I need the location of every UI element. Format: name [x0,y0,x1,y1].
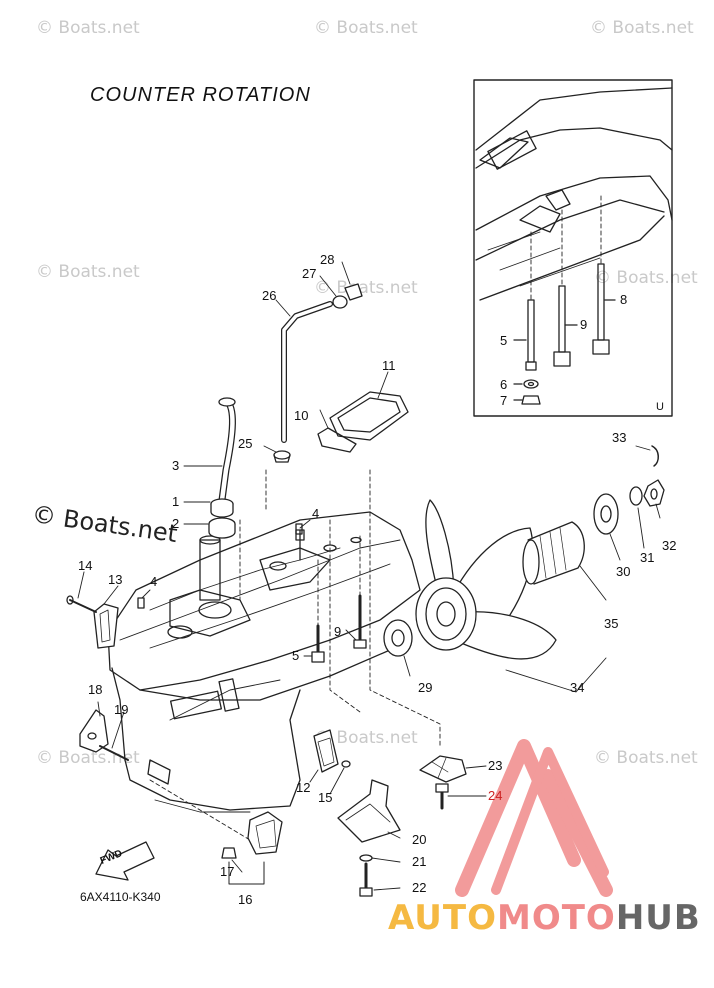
cover-20 [337,779,401,843]
seal-10 [317,427,357,453]
callout-inset-9: 9 [580,317,587,332]
callout-29: 29 [418,680,432,695]
anode-16 [247,811,283,855]
washer-15 [341,760,351,768]
grommet-27 [332,295,348,309]
callout-35: 35 [604,616,618,631]
gasket-11 [329,391,409,441]
bolt-9 [353,594,367,649]
callout-12: 12 [296,780,310,795]
watermark: © Boats.net [590,18,694,38]
inset-label: U [656,401,664,413]
watermark: © Boats.net [314,278,418,298]
callout-4: 4 [312,506,319,521]
inset-detail [473,79,673,417]
watermark: © Boats.net [314,18,418,38]
dowel-pin-4 [295,523,303,535]
callout-inset-7: 7 [500,393,507,408]
watermark: © Boats.net [594,748,698,768]
water-tube-3 [218,397,236,504]
washer-21 [359,854,373,862]
callout-9: 9 [334,624,341,639]
callout-19: 19 [114,702,128,717]
nut-32 [643,479,665,507]
propeller-34 [415,499,557,660]
callout-labels: 3 1 2 4 4 14 13 10 11 26 27 28 25 9 5 18… [78,252,676,907]
callout-15: 15 [318,790,332,805]
callout-20: 20 [412,832,426,847]
cotter-pin-33 [651,445,659,467]
callout-32: 32 [662,538,676,553]
callout-31: 31 [640,550,654,565]
callout-14: 14 [78,558,92,573]
callout-2: 2 [172,516,179,531]
nut-17 [221,847,237,859]
brand-moto: MOTO [496,898,616,938]
bolt-19 [99,745,129,761]
callout-30: 30 [616,564,630,579]
callout-24: 24 [488,788,502,803]
callout-inset-8: 8 [620,292,627,307]
callout-34: 34 [570,680,584,695]
callout-18: 18 [88,682,102,697]
callout-23: 23 [488,758,502,773]
callout-27: 27 [302,266,316,281]
washer-30 [593,493,619,535]
callout-25: 25 [238,436,252,451]
callout-16: 16 [238,892,252,907]
screw-24 [435,783,449,810]
bolt-5 [311,624,325,663]
leader-lines [77,261,661,891]
thrust-washer-29 [383,619,413,657]
callout-28: 28 [320,252,334,267]
part-code: 6AX4110-K340 [80,890,161,904]
trim-tab-18 [79,709,109,753]
anode-13 [93,603,119,649]
callout-10: 10 [294,408,308,423]
callout-4b: 4 [150,574,157,589]
brand-auto: AUTO [388,898,497,938]
anode-12 [313,729,339,773]
bolt-14 [66,595,97,613]
callout-1: 1 [172,494,179,509]
brand-hub: HUB [615,898,701,938]
callout-13: 13 [108,572,122,587]
seal-28 [344,283,363,301]
brand-logo-icon [455,739,613,897]
brand-wordmark: AUTOMOTOHUB [388,898,701,938]
watermark: © Boats.net [36,262,140,282]
dowel-pin-4b [137,597,145,609]
watermark: © Boats.net [314,728,418,748]
callout-33: 33 [612,430,626,445]
diagram-title: COUNTER ROTATION [90,84,311,106]
gear-case-body [107,511,421,813]
callout-17: 17 [220,864,234,879]
callout-3: 3 [172,458,179,473]
bolt-22 [359,862,373,897]
spline-bushing-35 [522,521,585,585]
callout-21: 21 [412,854,426,869]
callout-11: 11 [382,358,396,373]
callout-5: 5 [292,648,299,663]
hose-26 [281,301,333,443]
fwd-arrow-icon [95,841,155,881]
callout-22: 22 [412,880,426,895]
watermark: © Boats.net [36,18,140,38]
callout-inset-6: 6 [500,377,507,392]
washer-31 [629,486,643,506]
callout-inset-5: 5 [500,333,507,348]
callout-26: 26 [262,288,276,303]
plate-23 [419,755,467,783]
